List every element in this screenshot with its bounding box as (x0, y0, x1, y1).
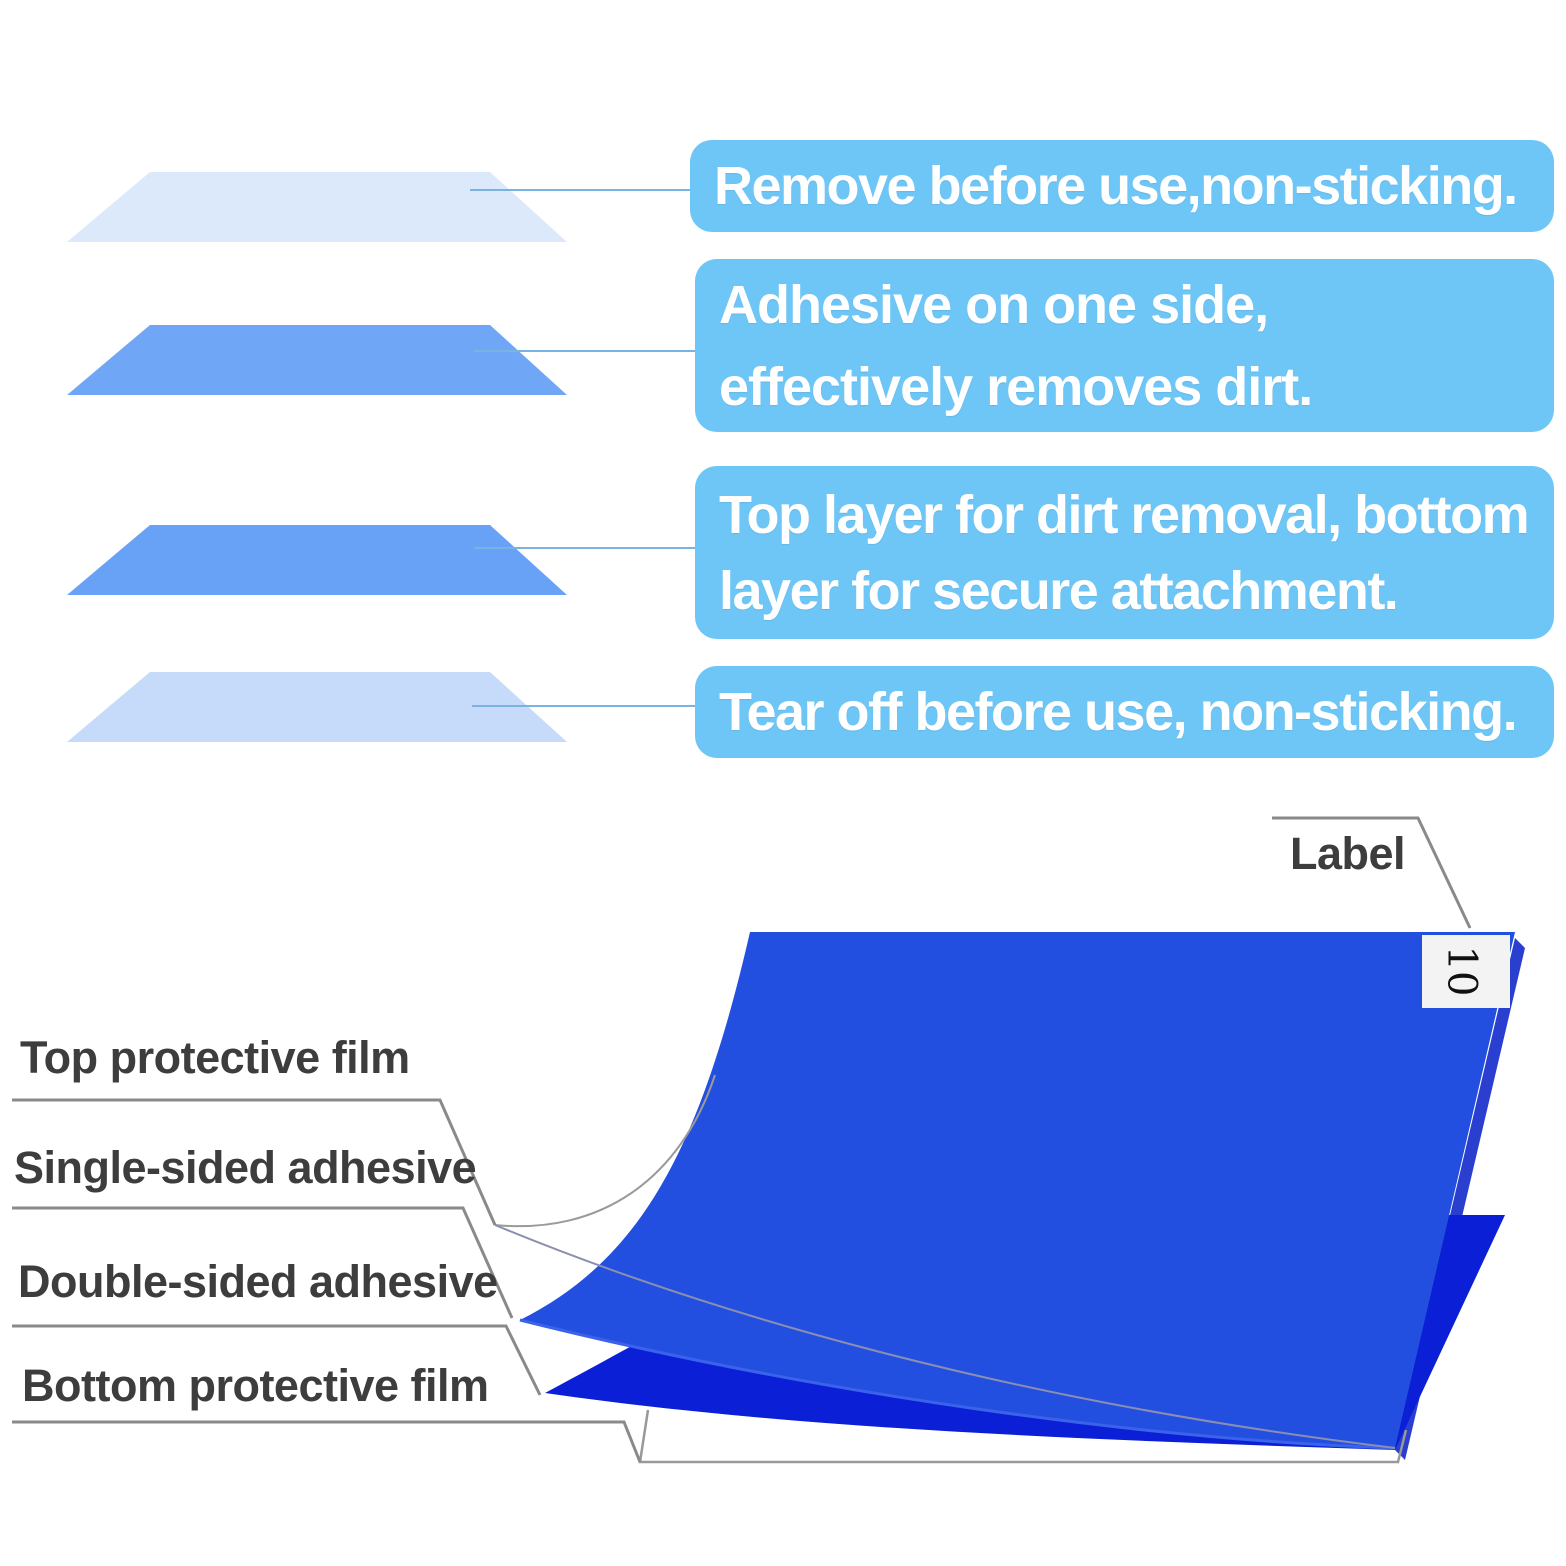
mat-base-outline (638, 1409, 1408, 1464)
label-bottom-protective-film: Bottom protective film (22, 1360, 489, 1411)
layer-top-protective-film-shape (67, 172, 567, 242)
mat-main-sheet (520, 932, 1515, 1448)
layer-bottom-protective-film-shape (67, 672, 567, 742)
callout-single-sided-adhesive-text: Adhesive on one side, effectively remove… (719, 274, 1313, 417)
leader-single-adhesive (12, 1206, 514, 1319)
mat-label-number: 10 (1438, 945, 1485, 997)
callout-top-protective-film: Remove before use,non-sticking. (690, 140, 1554, 232)
leader-top-film (12, 1098, 497, 1226)
peeled-film-curve-middle (494, 1224, 1396, 1449)
layer-single-sided-adhesive-shape (67, 325, 567, 395)
callout-bottom-protective-film-text: Tear off before use, non-sticking. (719, 682, 1518, 742)
callout-double-sided-adhesive-text: Top layer for dirt removal, bottom layer… (719, 484, 1530, 621)
leader-double-adhesive (12, 1324, 542, 1396)
label-single-sided-adhesive: Single-sided adhesive (14, 1142, 477, 1193)
peeled-film-curve-top (494, 1074, 716, 1228)
label-top-protective-film: Top protective film (20, 1032, 410, 1083)
callout-bottom-protective-film: Tear off before use, non-sticking. (695, 666, 1554, 758)
callout-single-sided-adhesive: Adhesive on one side, effectively remove… (695, 259, 1554, 432)
mat-label-tag (1422, 935, 1510, 1008)
label-label: Label (1290, 828, 1406, 879)
layer-double-sided-adhesive-shape (67, 525, 567, 595)
label-double-sided-adhesive: Double-sided adhesive (18, 1256, 498, 1307)
leader-label (1272, 816, 1472, 929)
leader-bottom-film (12, 1420, 642, 1463)
callout-double-sided-adhesive: Top layer for dirt removal, bottom layer… (695, 466, 1554, 639)
callout-top-protective-film-text: Remove before use,non-sticking. (714, 156, 1518, 216)
mat-sheet-highlight (519, 1318, 1396, 1450)
